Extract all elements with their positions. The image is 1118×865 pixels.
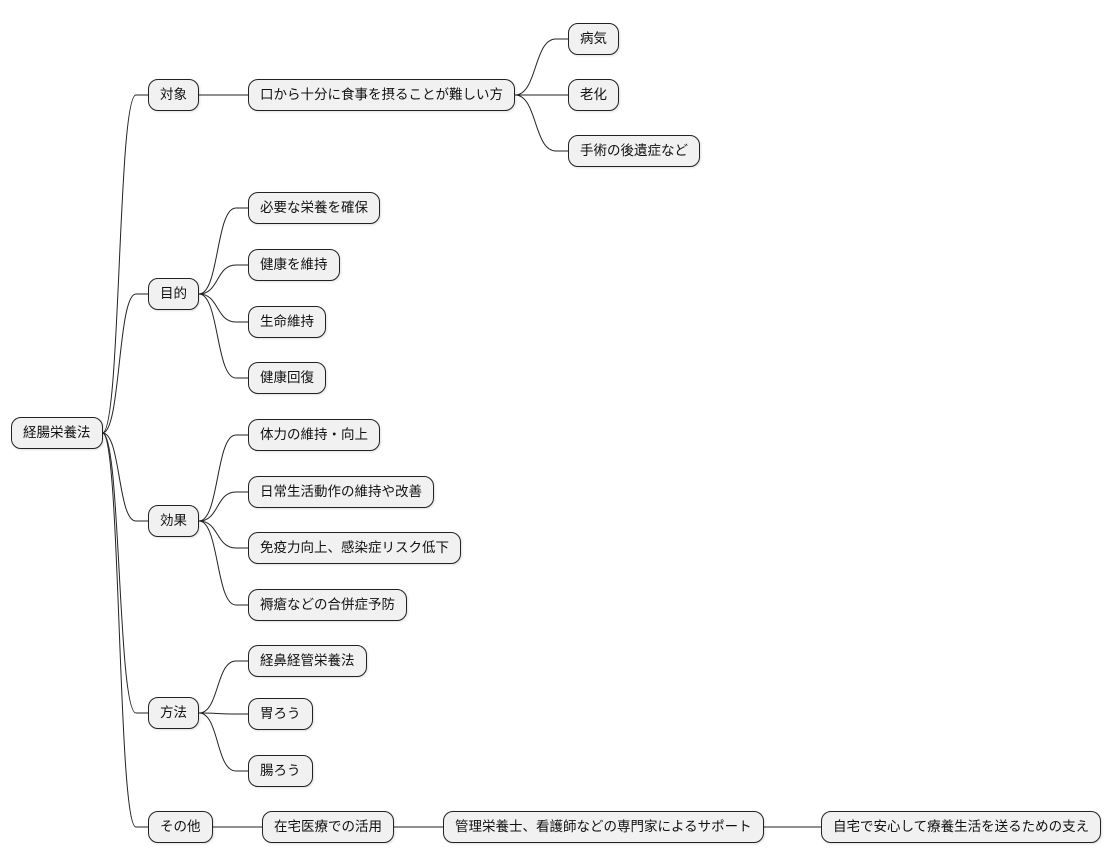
purpose-item-node[interactable]: 必要な栄養を確保 xyxy=(248,192,380,224)
connector-line xyxy=(102,293,148,434)
connector-line xyxy=(198,712,248,772)
connector-line xyxy=(198,293,248,323)
connector-line xyxy=(198,207,248,295)
root-node[interactable]: 経腸栄養法 xyxy=(11,417,103,449)
connector-line xyxy=(198,293,248,379)
home-care-node[interactable]: 在宅医療での活用 xyxy=(262,811,394,843)
effect-item-node[interactable]: 褥瘡などの合併症予防 xyxy=(248,589,407,621)
branch-purpose-node[interactable]: 目的 xyxy=(148,278,199,310)
branch-effect-node[interactable]: 効果 xyxy=(148,505,199,537)
effect-item-node[interactable]: 免疫力向上、感染症リスク低下 xyxy=(248,532,461,564)
branch-method-node[interactable]: 方法 xyxy=(148,697,199,729)
connector-line xyxy=(198,520,248,606)
connector-line xyxy=(198,712,248,715)
branch-other-node[interactable]: その他 xyxy=(148,811,213,843)
method-item-node[interactable]: 経鼻経管栄養法 xyxy=(248,645,367,677)
cause-aging-node[interactable]: 老化 xyxy=(568,79,619,111)
method-item-node[interactable]: 胃ろう xyxy=(248,698,313,730)
branch-target-node[interactable]: 対象 xyxy=(148,79,199,111)
connector-line xyxy=(198,434,248,522)
connector-line xyxy=(102,432,148,828)
cause-illness-node[interactable]: 病気 xyxy=(568,23,619,55)
method-item-node[interactable]: 腸ろう xyxy=(248,755,313,787)
purpose-item-node[interactable]: 健康を維持 xyxy=(248,249,340,281)
connector-line xyxy=(198,520,248,549)
connector-line xyxy=(198,660,248,714)
target-description-node[interactable]: 口から十分に食事を摂ることが難しい方 xyxy=(248,79,515,111)
cause-surgery-node[interactable]: 手術の後遺症など xyxy=(568,135,700,167)
purpose-item-node[interactable]: 健康回復 xyxy=(248,362,326,394)
connector-line xyxy=(102,432,148,522)
connector-line xyxy=(198,264,248,295)
connector-line xyxy=(102,432,148,714)
home-support-node[interactable]: 自宅で安心して療養生活を送るための支え xyxy=(821,811,1102,843)
connector-line xyxy=(514,38,568,96)
connector-line xyxy=(198,491,248,522)
connector-line xyxy=(102,94,148,434)
connector-line xyxy=(514,94,568,152)
purpose-item-node[interactable]: 生命維持 xyxy=(248,306,326,338)
effect-item-node[interactable]: 体力の維持・向上 xyxy=(248,419,380,451)
professional-support-node[interactable]: 管理栄養士、看護師などの専門家によるサポート xyxy=(443,811,764,843)
effect-item-node[interactable]: 日常生活動作の維持や改善 xyxy=(248,476,434,508)
